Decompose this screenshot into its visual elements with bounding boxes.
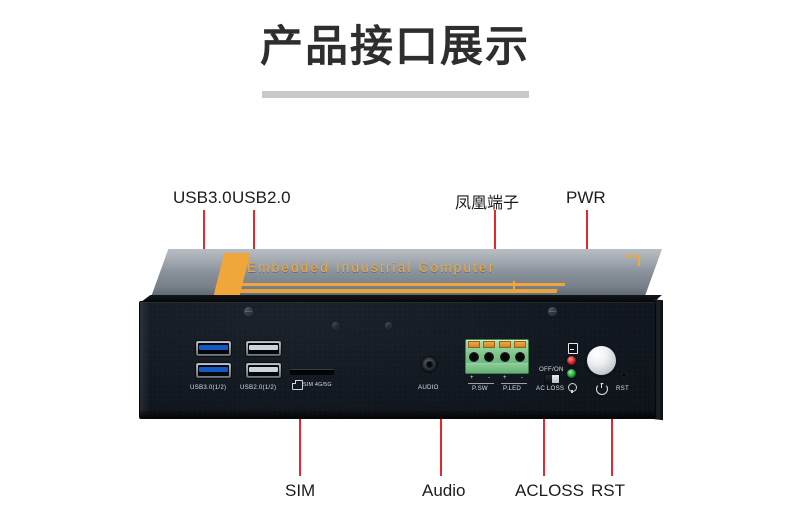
terminal-screw-1 (468, 341, 480, 348)
polarity-psw-minus: - (488, 375, 490, 381)
silkscreen-pled: P.LED (503, 385, 522, 392)
front-io-panel: USB3.0(1/2) USB2.0(1/2) SIM 4G/5G AUDIO (139, 301, 656, 419)
panel-screw-left (244, 307, 253, 316)
usb30-port-1[interactable] (196, 341, 231, 356)
usb30-port-2[interactable] (196, 363, 231, 378)
panel-screw-right (548, 307, 557, 316)
silkscreen-usb20: USB2.0(1/2) (240, 384, 277, 391)
leader-line-sim (299, 387, 301, 476)
leader-line-rst (611, 388, 613, 476)
leader-line-acloss (543, 388, 545, 476)
silkscreen-rst: RST (616, 385, 629, 392)
terminal-screw-row (468, 341, 526, 348)
device-top-lid: Embedded Industrial Computer (151, 249, 662, 297)
callout-label-audio: Audio (422, 481, 466, 500)
silkscreen-psw: P.SW (472, 385, 488, 392)
usb20-port-2-tongue (249, 367, 278, 372)
power-symbol-icon (596, 383, 608, 395)
polarity-psw-plus: + (470, 375, 474, 381)
usb30-port-2-tongue (199, 367, 228, 372)
phoenix-terminal-block[interactable] (465, 339, 529, 374)
usb20-port-1-tongue (249, 345, 278, 350)
terminal-hole-2 (484, 351, 495, 362)
ac-loss-switch-toggle (545, 375, 552, 383)
panel-texture (140, 302, 655, 418)
audio-jack-port[interactable] (422, 357, 437, 372)
panel-hole-left (332, 322, 339, 329)
terminal-base-skirt (466, 363, 528, 373)
terminal-screw-2 (483, 341, 496, 348)
polarity-rule-psw (468, 383, 494, 384)
page-title: 产品接口展示 (260, 22, 530, 72)
status-led-green (567, 369, 576, 378)
sim-card-icon (292, 380, 303, 390)
terminal-hole-4 (514, 351, 525, 362)
lid-corner-bracket-top-right (626, 255, 640, 266)
lid-orange-stripe-lower (238, 289, 558, 293)
panel-hole-right (385, 322, 392, 329)
terminal-wire-hole-row (469, 351, 525, 362)
lid-seam (141, 295, 662, 302)
lid-corner-bracket-bottom-left (513, 281, 526, 292)
polarity-pled-minus: - (521, 375, 523, 381)
sim-card-slot[interactable] (290, 369, 334, 375)
panel-bottom-shadow (140, 409, 655, 418)
callout-label-rst: RST (591, 481, 625, 500)
usb30-port-1-tongue (199, 345, 228, 350)
silkscreen-usb30: USB3.0(1/2) (190, 384, 227, 391)
title-underline-rule (262, 91, 529, 98)
callout-label-usb20: USB2.0 (232, 188, 291, 207)
industrial-computer-device: Embedded Industrial Computer (129, 249, 663, 429)
silkscreen-ac-loss: AC LOSS (536, 385, 565, 392)
terminal-screw-3 (498, 341, 511, 348)
power-indicator-icon (568, 383, 577, 393)
terminal-screw-4 (513, 341, 526, 348)
polarity-rule-pled (501, 383, 527, 384)
callout-label-usb30: USB3.0 (173, 188, 232, 207)
leader-line-audio (440, 382, 442, 476)
lid-highlight (151, 249, 662, 271)
silkscreen-off-on: OFF/ON (539, 366, 564, 373)
reset-pinhole-button[interactable] (622, 373, 626, 377)
callout-label-sim: SIM (285, 481, 316, 500)
panel-left-highlight (140, 302, 150, 418)
callout-label-acloss: ACLOSS (515, 481, 584, 500)
silkscreen-audio: AUDIO (418, 384, 439, 391)
power-button[interactable] (587, 346, 616, 375)
terminal-hole-3 (499, 351, 510, 362)
polarity-pled-plus: + (503, 375, 507, 381)
status-led-red (567, 356, 576, 365)
ac-loss-switch[interactable] (544, 374, 560, 384)
terminal-hole-1 (469, 351, 479, 362)
usb20-port-2[interactable] (246, 363, 281, 378)
callout-label-pwr: PWR (566, 188, 606, 207)
brand-text: Embedded Industrial Computer (247, 260, 496, 275)
callout-label-phoenix-terminal: 凤凰端子 (455, 193, 520, 212)
usb20-port-1[interactable] (246, 341, 281, 356)
hdd-status-icon (568, 343, 578, 354)
silkscreen-sim: SIM 4G/5G (303, 382, 332, 388)
